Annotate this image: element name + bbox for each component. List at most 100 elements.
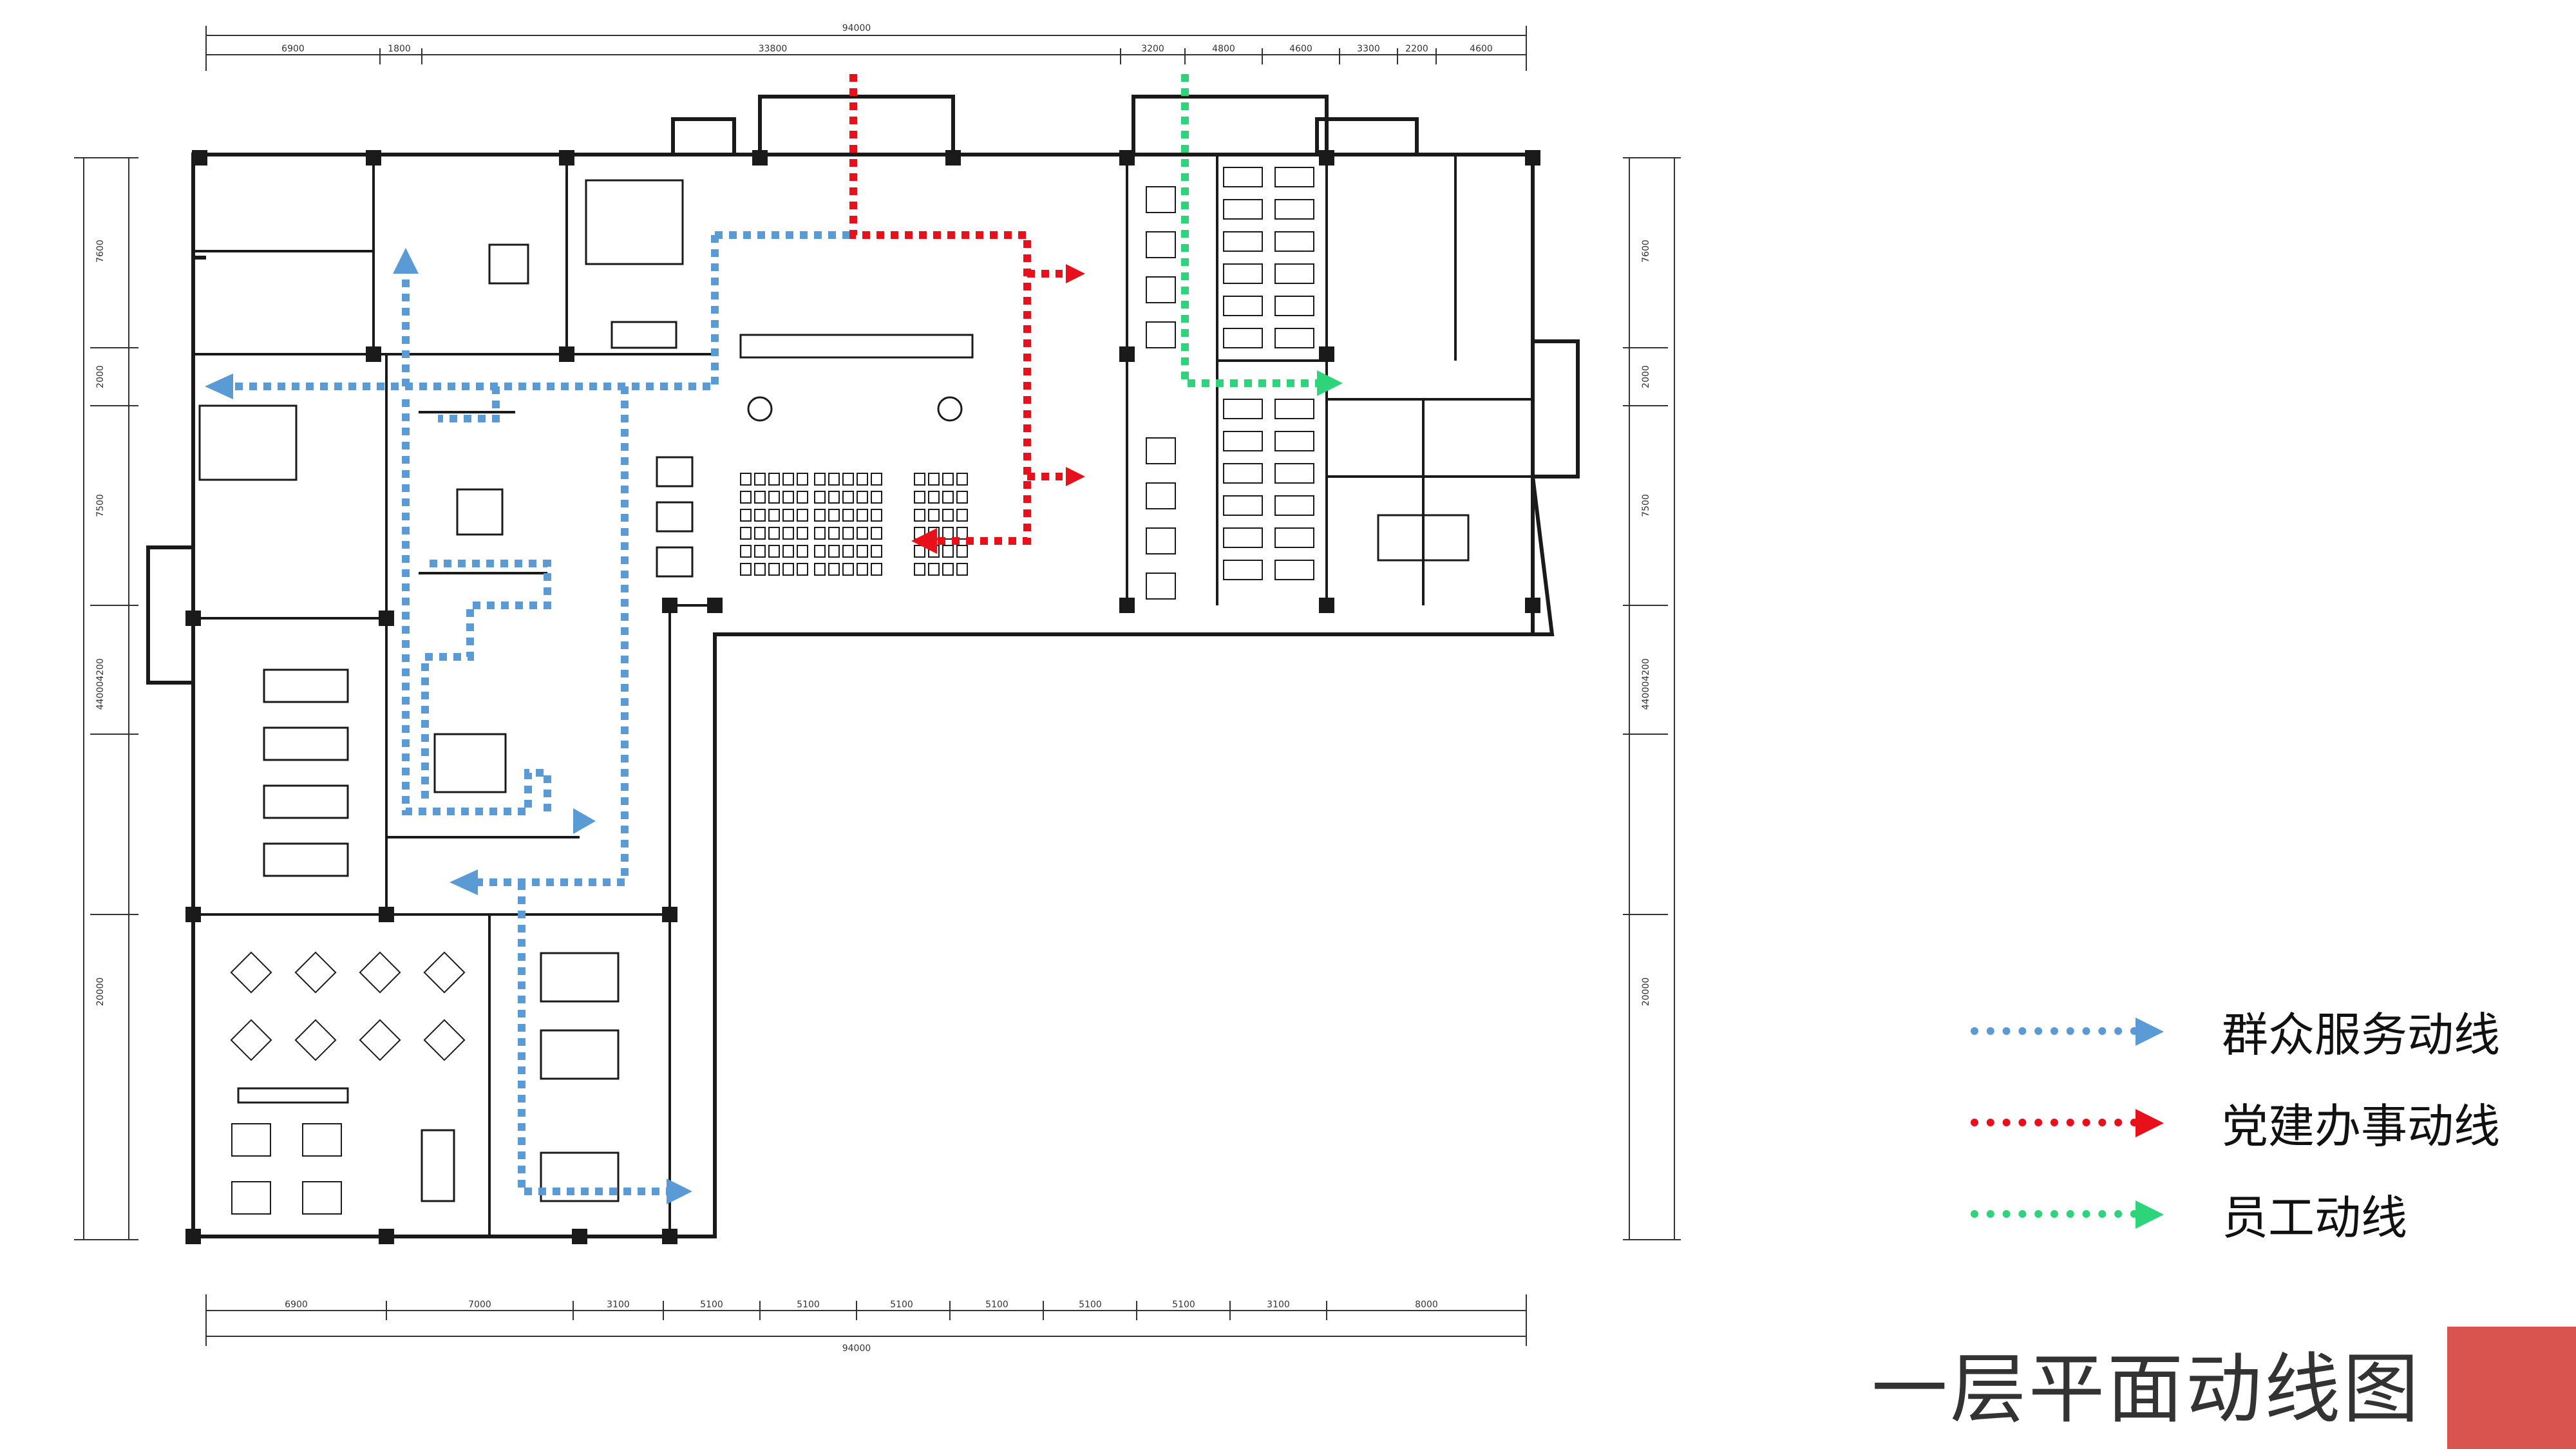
seat (797, 509, 808, 522)
seat (797, 527, 808, 540)
dimension-label: 5100 (797, 1300, 820, 1310)
desk (1274, 495, 1314, 516)
seat (857, 509, 868, 522)
seat (814, 527, 826, 540)
seat (828, 491, 840, 504)
column (379, 611, 394, 626)
column (559, 346, 574, 362)
column (559, 150, 574, 166)
dimension-label: 5100 (890, 1300, 913, 1310)
column (192, 150, 207, 166)
desk (1274, 463, 1314, 484)
seat (797, 473, 808, 486)
page-title: 一层平面动线图 (1871, 1345, 2421, 1434)
column (572, 1229, 587, 1244)
arrow-right-icon (2136, 1200, 2164, 1229)
column (379, 907, 394, 922)
seat (754, 491, 766, 504)
dimension-label: 7500 (95, 494, 106, 517)
desk (1274, 296, 1314, 316)
title-block (2447, 1327, 2576, 1449)
seat (814, 545, 826, 558)
legend-label: 党建办事动线 (2222, 1099, 2501, 1153)
dimension-label: 5100 (985, 1300, 1009, 1310)
desk (1223, 328, 1263, 348)
seat (768, 509, 780, 522)
seat (782, 545, 794, 558)
desk (1146, 573, 1176, 600)
seat (768, 545, 780, 558)
seat (942, 491, 954, 504)
dimension-label: 2200 (1405, 44, 1428, 54)
dimension-label: 5100 (700, 1300, 723, 1310)
seat (842, 527, 854, 540)
desk (1223, 495, 1263, 516)
dimension-label: 7000 (468, 1300, 491, 1310)
cafe-table (423, 951, 466, 994)
seat (782, 527, 794, 540)
column (185, 907, 201, 922)
seat (928, 563, 940, 576)
seat (914, 563, 925, 576)
seat (956, 563, 968, 576)
cafe-table (423, 1019, 466, 1061)
column (1119, 150, 1135, 166)
legend-swatch (1971, 1018, 2164, 1046)
dimension-label: 4600 (1289, 44, 1312, 54)
desk (1146, 186, 1176, 213)
seat (740, 473, 752, 486)
desk (1223, 167, 1263, 187)
seat (956, 527, 968, 540)
column (662, 598, 677, 613)
columns (185, 150, 1540, 1244)
dimension-label: 3100 (1267, 1300, 1290, 1310)
legend-item-party-building: 党建办事动线 (1971, 1096, 2550, 1153)
legend-swatch (1971, 1200, 2164, 1229)
seat (842, 473, 854, 486)
seat (754, 563, 766, 576)
dimension-label: 44000 (1641, 681, 1651, 710)
desk (1146, 437, 1176, 464)
party-building-route (849, 74, 1063, 545)
desk (1146, 276, 1176, 303)
seat (914, 491, 925, 504)
seat (956, 509, 968, 522)
seat (871, 473, 882, 486)
desk (1223, 463, 1263, 484)
seat (928, 509, 940, 522)
seat (928, 473, 940, 486)
dimension-label: 6900 (281, 44, 305, 54)
dimension-label: 3200 (1141, 44, 1164, 54)
seat (942, 509, 954, 522)
arrow-right-icon (2136, 1109, 2164, 1137)
desk (1146, 482, 1176, 509)
dimension-label: 2000 (95, 365, 106, 388)
seat (871, 527, 882, 540)
cafe-table (294, 1019, 337, 1061)
dimension-label: 7500 (1641, 494, 1651, 517)
legend: 群众服务动线 党建办事动线 员工动线 (1971, 1005, 2550, 1279)
desk (1223, 527, 1263, 548)
dimension-label: 44000 (95, 681, 106, 710)
seat (768, 473, 780, 486)
column (1119, 346, 1135, 362)
seat (942, 545, 954, 558)
column (662, 1229, 677, 1244)
dimension-label: 5100 (1079, 1300, 1102, 1310)
cafe-table (230, 951, 272, 994)
seat (956, 473, 968, 486)
dimension-label: 3100 (607, 1300, 630, 1310)
desk (1223, 399, 1263, 419)
legend-label: 群众服务动线 (2222, 1007, 2501, 1062)
seat (782, 491, 794, 504)
seat (754, 527, 766, 540)
seat (768, 563, 780, 576)
seat (842, 545, 854, 558)
seat (814, 563, 826, 576)
seat (828, 527, 840, 540)
bottom-total-dimension: 94000 (842, 1343, 871, 1354)
column (662, 907, 677, 922)
desk (1274, 431, 1314, 451)
desk (1274, 263, 1314, 284)
desk (1274, 328, 1314, 348)
